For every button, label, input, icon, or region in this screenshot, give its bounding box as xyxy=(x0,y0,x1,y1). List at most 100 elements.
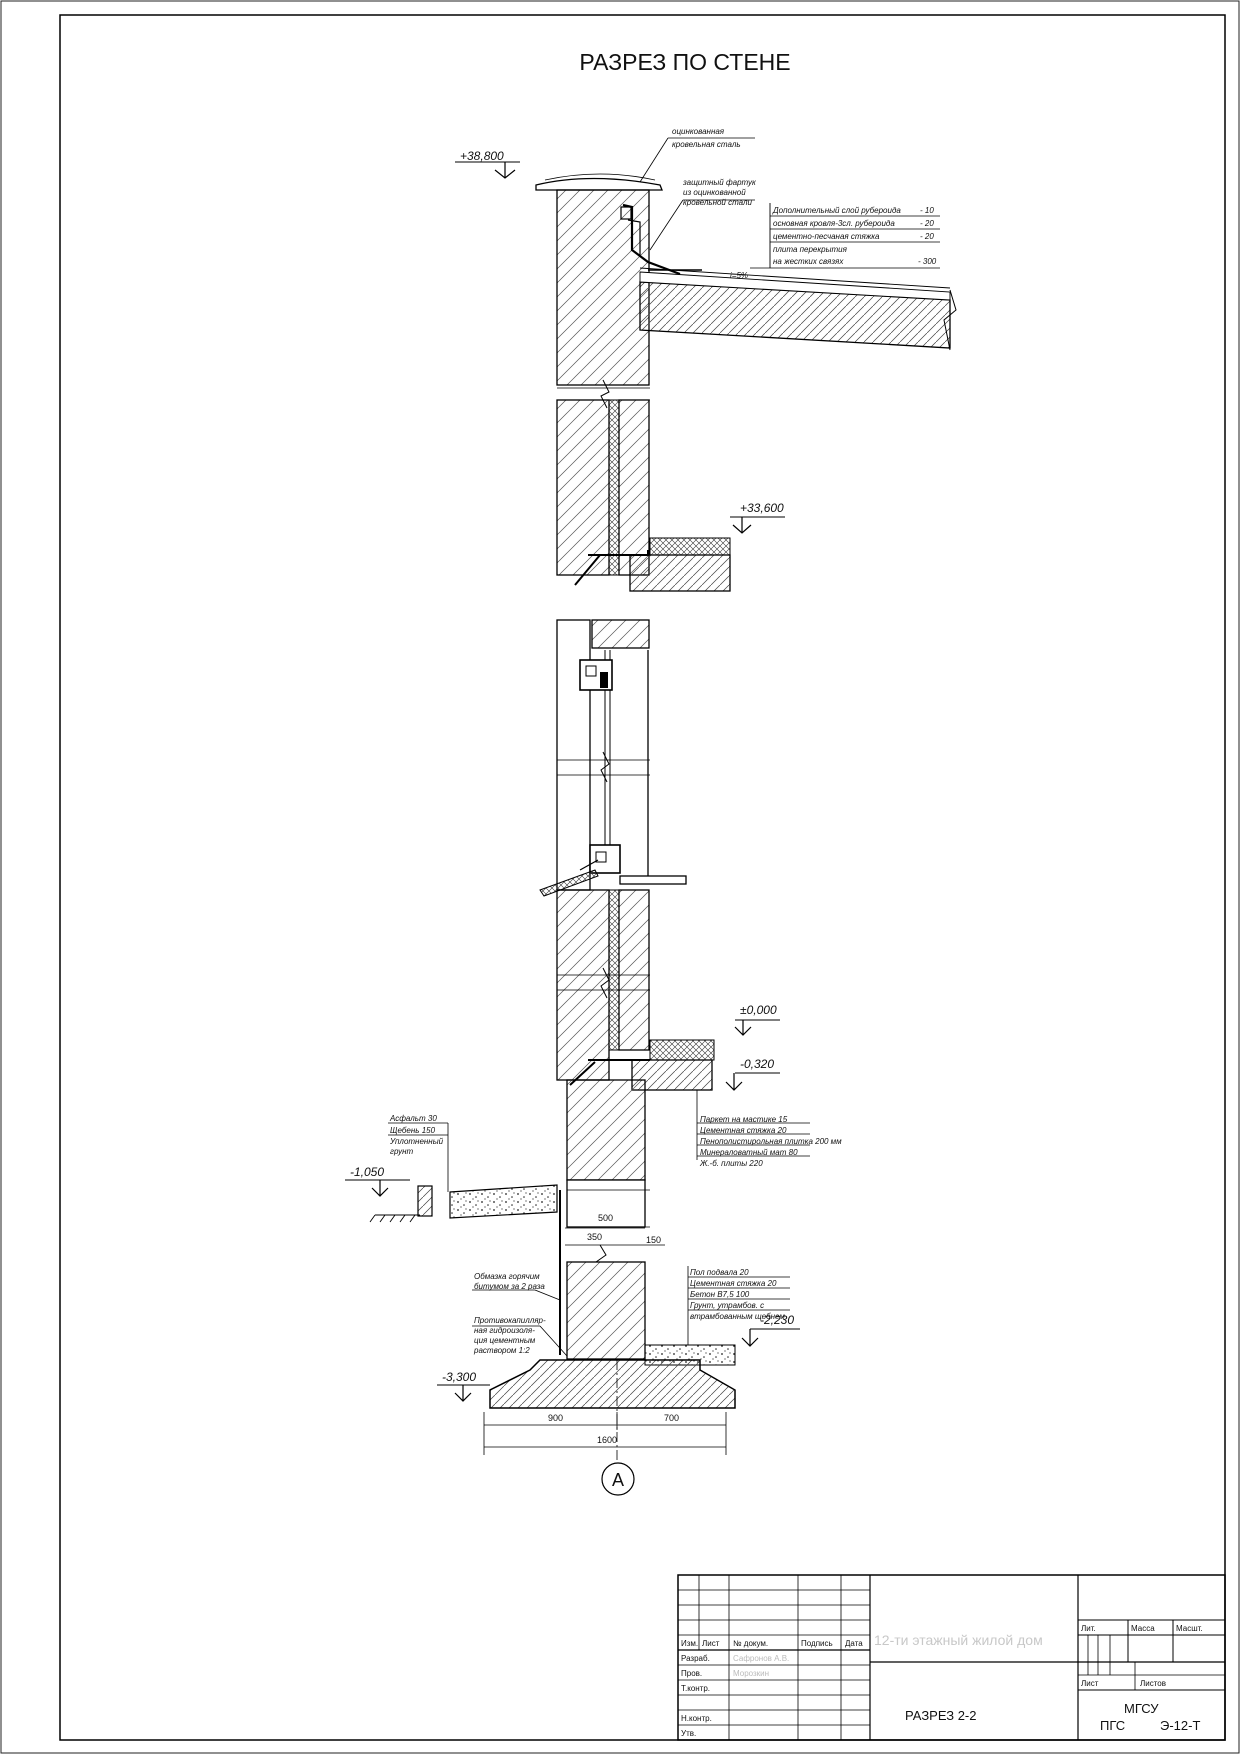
ground-hatch xyxy=(369,1214,420,1223)
level-mark-ground: -1,050 xyxy=(345,1165,410,1197)
floor-layer-1: Паркет на мастике 15 xyxy=(700,1115,788,1124)
roof-layer-4-label: плита перекрытия xyxy=(773,245,848,254)
paving-layer-2: Щебень 150 xyxy=(390,1126,436,1135)
floor-layer-2: Цементная стяжка 20 xyxy=(700,1126,787,1135)
inner-frame xyxy=(59,14,1226,1741)
sheet-title: РАЗРЕЗ ПО СТЕНЕ xyxy=(579,49,790,75)
footing-dimensions: 900 700 1600 xyxy=(483,1412,727,1455)
roof-layer-3-label: цементно-песчаная стяжка xyxy=(773,232,880,241)
level-mark-footing: -3,300 xyxy=(437,1370,490,1402)
level-mark-basement-top: -0,320 xyxy=(725,1057,780,1091)
dim-footing-right: 700 xyxy=(664,1413,679,1423)
damp-label-3: ция цементным xyxy=(474,1336,536,1345)
dim-footing-left: 900 xyxy=(548,1413,563,1423)
paving-layers-note: Асфальт 30 Щебень 150 Уплотненный грунт xyxy=(388,1114,449,1192)
tb-lit: Лит. xyxy=(1081,1624,1096,1633)
hydro-label-2: битумом за 2 раза xyxy=(474,1282,545,1291)
flashing-label-1: защитный фартук xyxy=(682,178,757,187)
basement-floor-layer-5: втрамбованным щебнем xyxy=(690,1312,785,1321)
basement-wall xyxy=(559,1079,650,1360)
roof-covering-label-1: оцинкованная xyxy=(672,127,725,136)
tb-sheet: Лист xyxy=(1081,1679,1099,1688)
window-sill xyxy=(539,869,687,897)
paving-layer-1: Асфальт 30 xyxy=(389,1114,437,1123)
tb-org: МГСУ xyxy=(1124,1701,1159,1716)
dim-wall-main: 350 xyxy=(587,1232,602,1242)
basement-floor-layer-4: Грунт, утрамбов. с xyxy=(690,1301,764,1310)
tb-row-tcontr: Т.контр. xyxy=(681,1684,710,1693)
basement-floor-layer-2: Цементная стяжка 20 xyxy=(690,1279,777,1288)
roof-layer-1-label: Дополнительный слой рубероида xyxy=(772,206,901,215)
window-frame-top xyxy=(579,659,613,691)
slope-label: i=5% xyxy=(730,271,748,280)
axis-marker: A xyxy=(601,1360,635,1496)
roof-layer-5-value: - 300 xyxy=(918,257,937,266)
axis-label: A xyxy=(612,1470,624,1490)
level-footing-label: -3,300 xyxy=(442,1370,476,1384)
flashing-note: защитный фартук из оцинкованной кровельн… xyxy=(649,178,757,251)
roof-layer-2-value: - 20 xyxy=(920,219,934,228)
flashing-label-2: из оцинкованной xyxy=(683,188,746,197)
roof-layer-2-label: основная кровля-3сл. рубероида xyxy=(773,219,895,228)
roof-layer-5-label: на жестких связях xyxy=(773,257,844,266)
level-basement-top-label: -0,320 xyxy=(740,1057,774,1071)
level-mark-zero: ±0,000 xyxy=(734,1003,780,1036)
tb-col-list: Лист xyxy=(702,1639,720,1648)
tb-drawing-title: РАЗРЕЗ 2-2 xyxy=(905,1708,977,1723)
level-basement-floor-label: -2,230 xyxy=(760,1313,794,1327)
flashing-label-3: кровельной стали xyxy=(683,198,753,207)
level-mark-basement-floor: -2,230 xyxy=(741,1313,800,1347)
upper-wall xyxy=(556,379,650,576)
basement-floor-layer-3: Бетон В7,5 100 xyxy=(690,1290,750,1299)
dim-wall-insul: 150 xyxy=(646,1235,661,1245)
tb-col-doc: № докум. xyxy=(733,1639,768,1648)
parapet-wall xyxy=(535,173,663,386)
level-ground-label: -1,050 xyxy=(350,1165,384,1179)
floor-layer-5: Ж.-б. плиты 220 xyxy=(699,1159,763,1168)
tb-sheets: Листов xyxy=(1140,1679,1166,1688)
level-mark-floor-12: +33,600 xyxy=(730,501,785,534)
level-floor-12-label: +33,600 xyxy=(740,501,784,515)
tb-code: Э-12-Т xyxy=(1160,1718,1200,1733)
level-zero-label: ±0,000 xyxy=(740,1003,777,1017)
hydro-label-1: Обмазка горячим xyxy=(474,1272,540,1281)
tb-scale: Масшт. xyxy=(1176,1624,1203,1633)
floor-layers-note: Паркет на мастике 15 Цементная стяжка 20… xyxy=(696,1090,842,1168)
roof-layer-1-value: - 10 xyxy=(920,206,934,215)
roof-layers-table: Дополнительный слой рубероида - 10 основ… xyxy=(750,203,940,269)
basement-floor-layers-note: Пол подвала 20 Цементная стяжка 20 Бетон… xyxy=(687,1266,790,1345)
damp-proof-note: Противокапилляр- ная гидроизоля- ция цем… xyxy=(472,1316,568,1357)
tb-dev-name: Сафронов А.В. xyxy=(733,1654,789,1663)
paving xyxy=(417,1184,558,1219)
basement-floor-layer-1: Пол подвала 20 xyxy=(690,1268,749,1277)
hydro-note: Обмазка горячим битумом за 2 раза xyxy=(472,1272,561,1301)
floor-layer-4: Минераловатный мат 80 xyxy=(700,1148,798,1157)
window-frame-bottom xyxy=(579,844,621,874)
paving-layer-3: Уплотненный xyxy=(389,1137,444,1146)
wall-dimensions: 500 350 150 xyxy=(565,1213,665,1246)
tb-row-dev: Разраб. xyxy=(681,1654,710,1663)
paving-layer-4: грунт xyxy=(390,1147,414,1156)
title-block xyxy=(677,1574,1226,1741)
tb-mass: Масса xyxy=(1131,1624,1155,1633)
tb-project-title: 12-ти этажный жилой дом xyxy=(874,1632,1043,1648)
ground-floor-slab xyxy=(569,1039,715,1091)
roof-slab xyxy=(639,267,957,351)
floor-slab-12 xyxy=(574,537,731,592)
parapet-flashing xyxy=(620,203,681,276)
lower-wall xyxy=(556,889,650,1081)
footing xyxy=(489,1359,736,1409)
damp-label-4: раствором 1:2 xyxy=(473,1346,530,1355)
roof-covering-note: оцинкованная кровельная сталь xyxy=(639,127,755,183)
roof-layer-3-value: - 20 xyxy=(920,232,934,241)
level-mark-roof: +38,800 xyxy=(455,149,520,179)
damp-label-1: Противокапилляр- xyxy=(474,1316,546,1325)
tb-group: ПГС xyxy=(1100,1718,1125,1733)
floor-layer-3: Пенополистирольная плитка 200 мм xyxy=(700,1137,842,1146)
tb-col-izm: Изм. xyxy=(681,1639,698,1648)
tb-col-sign: Подпись xyxy=(801,1639,833,1648)
tb-row-check: Пров. xyxy=(681,1669,702,1678)
roof-covering-label-2: кровельная сталь xyxy=(672,140,741,149)
